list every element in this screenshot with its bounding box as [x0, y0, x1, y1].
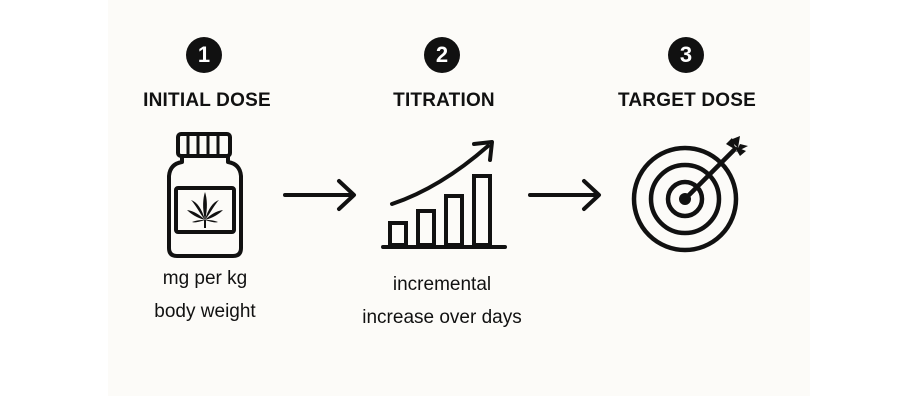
arrow-right-icon: [283, 179, 356, 211]
caption-line: mg per kg: [162, 268, 248, 289]
arrow-right-icon: [528, 179, 601, 211]
step-number-badge: 3: [668, 37, 704, 73]
caption-line: body weight: [154, 301, 256, 322]
step-title: TITRATION: [393, 90, 495, 111]
growth-bar-chart-icon: [381, 140, 507, 249]
step-number-badge: 1: [186, 37, 222, 73]
step-title: INITIAL DOSE: [143, 90, 271, 111]
target-dart-icon: [631, 136, 748, 253]
caption-line: increase over days: [362, 307, 522, 328]
step-number-badge: 2: [424, 37, 460, 73]
step-caption: incremental increase over days: [362, 268, 521, 334]
cannabis-bottle-icon: [167, 132, 243, 258]
step-caption: mg per kg body weight: [154, 262, 255, 328]
step-title: TARGET DOSE: [617, 90, 757, 111]
caption-line: incremental: [392, 274, 492, 295]
